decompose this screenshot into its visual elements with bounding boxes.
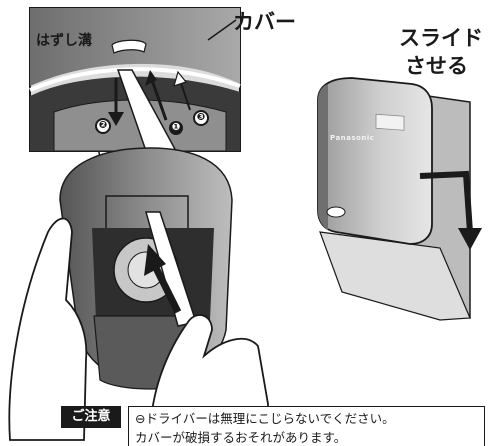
slide-label-line-2: させる <box>405 54 468 78</box>
slide-label-line-1: スライド <box>399 26 483 50</box>
caution-text-line-1: ⊖ドライバーは無理にこじらないでください。 <box>135 411 395 426</box>
bracket-frame <box>319 231 471 321</box>
arrow-slide-down <box>419 170 482 250</box>
zoom-callout <box>29 7 241 201</box>
arrow-push-down <box>108 78 124 126</box>
right-device-illustration <box>317 77 482 321</box>
left-device-illustration <box>8 147 269 441</box>
removal-groove-label: はずし溝 <box>36 33 92 49</box>
unit-label-plate <box>375 113 405 131</box>
step-3-marker: ❸ <box>193 110 209 126</box>
brand-logo-text: Panasonic <box>330 134 375 142</box>
cover-label: カバー <box>233 10 296 34</box>
arrow-lift-up <box>173 70 191 111</box>
unit-body <box>317 77 433 245</box>
step-1-marker: ❶ <box>169 121 183 135</box>
caution-badge: ご注意 <box>61 406 121 428</box>
cover-pointer-line <box>207 19 237 41</box>
left-hand <box>8 217 88 441</box>
unit-side <box>318 84 328 230</box>
caution-text-box: ⊖ドライバーは無理にこじらないでください。 カバーが破損するおそれがあります。 <box>128 406 485 446</box>
zoom-groove-slot <box>111 39 147 54</box>
arrow-insert-up <box>145 70 168 121</box>
arrow-main-insert <box>144 244 182 314</box>
step-2-marker: ❷ <box>95 118 111 134</box>
caution-text-line-2: カバーが破損するおそれがあります。 <box>135 430 347 445</box>
unit-indicator <box>326 206 346 218</box>
